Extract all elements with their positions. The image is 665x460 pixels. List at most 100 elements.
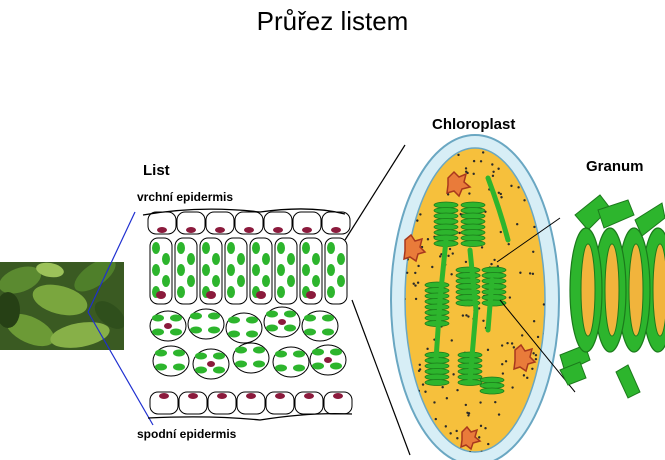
stroma-dot bbox=[464, 403, 468, 407]
stroma-dot bbox=[494, 400, 497, 404]
stroma-dot bbox=[464, 170, 468, 173]
stroma-dot bbox=[456, 388, 459, 392]
granum-lumen bbox=[580, 243, 596, 337]
granum-lumen bbox=[652, 243, 665, 337]
cell-chloroplast bbox=[252, 242, 260, 254]
cell-chloroplast bbox=[275, 364, 287, 372]
cell-chloroplast bbox=[277, 264, 285, 276]
upper-epidermis-cells bbox=[147, 211, 351, 235]
cell-chloroplast bbox=[312, 348, 324, 356]
stroma-dot bbox=[539, 444, 543, 447]
stroma-dot bbox=[418, 368, 422, 371]
leaf-tissue-section bbox=[147, 211, 353, 415]
stroma-dot bbox=[531, 437, 535, 441]
stroma-dot bbox=[536, 335, 540, 339]
stroma-dot bbox=[515, 223, 519, 226]
cell-chloroplast bbox=[304, 314, 316, 322]
stroma-dot bbox=[457, 153, 460, 157]
stroma-dot bbox=[451, 252, 454, 255]
stroma-dot bbox=[417, 264, 420, 268]
stroma-dot bbox=[492, 170, 495, 173]
cell-chloroplast bbox=[327, 264, 335, 276]
cell-chloroplast bbox=[227, 242, 235, 254]
cell-chloroplast bbox=[337, 253, 345, 265]
cell-chloroplast bbox=[262, 275, 270, 287]
cell-chloroplast bbox=[202, 264, 210, 276]
granum-zoom-lines bbox=[496, 217, 576, 393]
stroma-dot bbox=[445, 397, 449, 400]
stroma-dot bbox=[411, 164, 414, 168]
stroma-dot bbox=[438, 255, 442, 258]
epidermis-cell bbox=[234, 211, 264, 235]
cell-chloroplast bbox=[152, 264, 160, 276]
stroma-dot bbox=[449, 432, 452, 435]
tissue-outline bbox=[142, 208, 353, 421]
stroma-dot bbox=[464, 260, 468, 264]
stroma-dot bbox=[424, 449, 427, 452]
stroma-dot bbox=[426, 238, 430, 241]
cell-chloroplast bbox=[155, 363, 167, 371]
cell-chloroplast bbox=[227, 286, 235, 298]
chloroplast-zoom-lines bbox=[344, 144, 411, 456]
stroma-dot bbox=[482, 319, 485, 323]
cell-chloroplast bbox=[235, 360, 247, 368]
label-upper-epidermis: vrchní epidermis bbox=[137, 190, 234, 204]
lower-epidermis-cells bbox=[149, 391, 353, 415]
cell-chloroplast bbox=[327, 286, 335, 298]
cell-chloroplast bbox=[152, 242, 160, 254]
cell-nucleus bbox=[324, 357, 332, 363]
stroma-dot bbox=[517, 186, 520, 189]
stroma-dot bbox=[424, 390, 427, 393]
cell-nucleus bbox=[207, 361, 215, 367]
cell-chloroplast bbox=[212, 275, 220, 287]
stroma-dot bbox=[414, 297, 418, 301]
stroma-dot bbox=[479, 160, 483, 163]
stroma-dot bbox=[526, 152, 529, 156]
cell-nucleus bbox=[186, 227, 196, 233]
stroma-dot bbox=[484, 427, 487, 430]
cell-nucleus bbox=[256, 291, 266, 299]
stroma-dot bbox=[465, 314, 468, 317]
stroma-lamellae bbox=[433, 175, 511, 383]
stroma-dot bbox=[434, 417, 437, 421]
palisade-cells bbox=[149, 237, 348, 305]
stroma-dot bbox=[446, 193, 450, 196]
epidermis-cell bbox=[265, 391, 295, 415]
epidermis-cell bbox=[149, 391, 179, 415]
stroma-dot bbox=[452, 373, 455, 376]
stroma-dot bbox=[534, 357, 538, 361]
stroma-dot bbox=[497, 191, 501, 194]
stroma-dot bbox=[486, 348, 490, 352]
stroma-dot bbox=[461, 314, 465, 317]
cell-chloroplast bbox=[246, 316, 258, 324]
cell-chloroplast bbox=[237, 253, 245, 265]
cell-chloroplast bbox=[162, 253, 170, 265]
stroma-dot bbox=[542, 414, 545, 418]
cell-chloroplast bbox=[287, 275, 295, 287]
stroma-dot bbox=[497, 167, 500, 170]
cell-chloroplast bbox=[195, 352, 207, 360]
stroma-dot bbox=[421, 383, 425, 386]
cell-chloroplast bbox=[155, 349, 167, 357]
stroma-dot bbox=[410, 430, 414, 434]
thylakoid-disc bbox=[424, 379, 450, 386]
cell-nucleus bbox=[306, 291, 316, 299]
stroma-dot bbox=[500, 196, 503, 199]
cell-chloroplast bbox=[152, 314, 164, 322]
stroma-dot bbox=[431, 265, 434, 269]
cell-chloroplast bbox=[195, 366, 207, 374]
cell-chloroplast bbox=[337, 275, 345, 287]
stroma-dot bbox=[477, 307, 481, 310]
stroma-dot bbox=[520, 334, 524, 337]
epidermis-cell bbox=[292, 211, 322, 235]
cell-chloroplast bbox=[173, 363, 185, 371]
stroma-dot bbox=[497, 413, 501, 416]
label-granum: Granum bbox=[586, 158, 644, 175]
chloroplast bbox=[390, 134, 560, 460]
thylakoid-disc bbox=[460, 240, 486, 247]
cell-chloroplast bbox=[293, 364, 305, 372]
stroma-dot bbox=[542, 303, 545, 306]
cell-nucleus bbox=[157, 227, 167, 233]
cell-chloroplast bbox=[170, 314, 182, 322]
cell-chloroplast bbox=[322, 314, 334, 322]
